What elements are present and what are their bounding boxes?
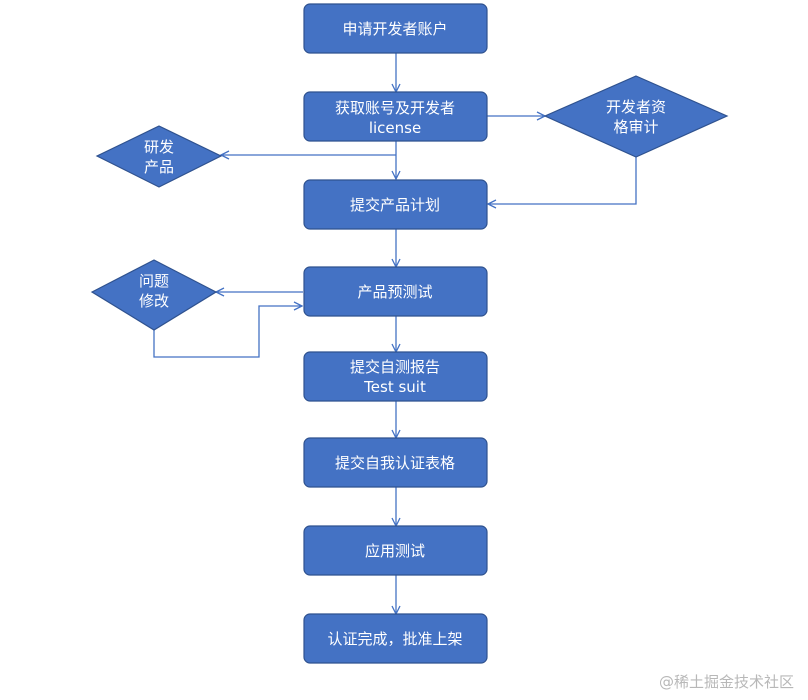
step-product-pretest: 产品预测试 [303, 266, 488, 317]
step-get-license: 获取账号及开发者 license [303, 91, 488, 142]
step-label: 申请开发者账户 [342, 20, 447, 38]
step-label: 提交自我认证表格 [335, 454, 455, 472]
decision-label-line1: 开发者资 [606, 98, 666, 116]
step-label: 认证完成，批准上架 [327, 630, 462, 648]
step-box [303, 437, 488, 488]
decision-dev-review: 开发者资 格审计 [543, 75, 729, 158]
step-label: 产品预测试 [357, 283, 432, 301]
step-label-line1: 获取账号及开发者 [335, 99, 455, 117]
decision-fix-issues: 问题 修改 [90, 259, 218, 331]
step-box [303, 179, 488, 230]
arrow-review-to-plan [488, 157, 637, 204]
step-box [303, 266, 488, 317]
step-submit-report: 提交自测报告 Test suit [303, 351, 488, 402]
step-certified: 认证完成，批准上架 [303, 613, 488, 664]
step-submit-form: 提交自我认证表格 [303, 437, 488, 488]
step-box [303, 351, 488, 402]
step-submit-plan: 提交产品计划 [303, 179, 488, 230]
decision-label-line2: 修改 [139, 292, 169, 310]
step-box [303, 613, 488, 664]
decision-diamond [95, 125, 223, 188]
decision-label-line1: 问题 [139, 272, 169, 290]
decision-develop-product: 研发 产品 [95, 125, 223, 188]
step-label-line2: Test suit [363, 378, 426, 396]
step-label-line2: license [369, 119, 421, 137]
step-label: 应用测试 [365, 542, 425, 560]
step-box [303, 91, 488, 142]
decision-label-line1: 研发 [144, 138, 174, 156]
watermark: @稀土掘金技术社区 [658, 673, 794, 691]
step-app-test: 应用测试 [303, 525, 488, 576]
arrow-fix-to-pretest [153, 306, 302, 358]
decision-diamond [543, 75, 729, 158]
decision-label-line2: 格审计 [613, 118, 658, 136]
step-label: 提交产品计划 [350, 196, 440, 214]
step-label-line1: 提交自测报告 [350, 358, 440, 376]
step-apply-account: 申请开发者账户 [303, 3, 488, 54]
decision-diamond [90, 259, 218, 331]
decision-label-line2: 产品 [144, 158, 174, 176]
step-box [303, 525, 488, 576]
connectors [153, 53, 637, 614]
step-box [303, 3, 488, 54]
